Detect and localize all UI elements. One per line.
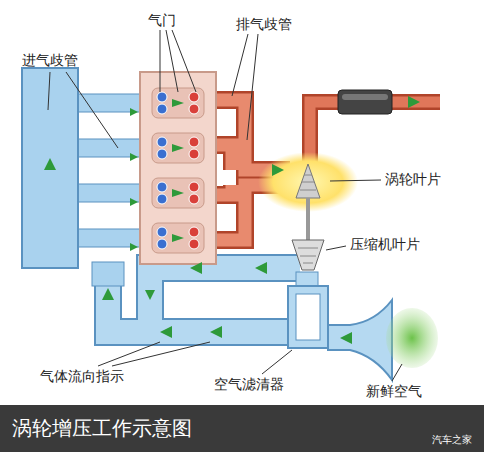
- part-label: 涡轮叶片: [385, 171, 441, 188]
- flow-arrow: [130, 243, 138, 251]
- part-label: 进气歧管: [22, 52, 78, 69]
- valve: [189, 137, 199, 147]
- muffler: [338, 90, 392, 114]
- fresh-air-cloud: [386, 308, 438, 368]
- exhaust-manifold: [215, 100, 290, 240]
- part-label: 气门: [148, 12, 176, 29]
- valve: [189, 92, 199, 102]
- flow-arrows: [44, 96, 420, 344]
- cylinder-port: [152, 223, 204, 253]
- cylinder-port: [152, 133, 204, 163]
- valve: [157, 227, 167, 237]
- valve: [189, 194, 199, 204]
- valve: [189, 182, 199, 192]
- turbo-shaft: [306, 198, 310, 240]
- valve: [189, 239, 199, 249]
- part-label: 新鲜空气: [366, 383, 422, 400]
- caption-bar: [0, 405, 484, 452]
- intake-funnel: [328, 300, 392, 380]
- valve: [157, 194, 167, 204]
- flow-arrow: [130, 198, 138, 206]
- filter-element: [296, 294, 320, 340]
- valve: [157, 182, 167, 192]
- watermark: 汽车之家: [432, 434, 472, 446]
- flow-arrow: [172, 189, 184, 197]
- flow-arrow: [172, 234, 184, 242]
- part-label: 压缩机叶片: [350, 236, 420, 253]
- turbine-wheel: [296, 164, 320, 198]
- leader-lines: [48, 30, 402, 381]
- part-label: 排气歧管: [236, 16, 292, 33]
- flow-arrow: [130, 153, 138, 161]
- valve: [189, 149, 199, 159]
- part-label: 空气滤清器: [214, 376, 284, 393]
- valve: [189, 104, 199, 114]
- flow-arrow: [130, 108, 138, 116]
- intake-ducts: [76, 94, 142, 247]
- valve: [157, 149, 167, 159]
- air-filter: [288, 286, 328, 348]
- valve-rows: [130, 88, 204, 253]
- valve: [189, 227, 199, 237]
- legend-note: 气体流向指示: [40, 368, 124, 385]
- cylinder-port: [152, 88, 204, 118]
- manifold-inlet: [92, 262, 124, 286]
- flow-arrow: [172, 144, 184, 152]
- engine-head: [140, 72, 216, 264]
- valve: [157, 137, 167, 147]
- valve: [157, 92, 167, 102]
- flow-arrow: [172, 99, 184, 107]
- air-pipes: [108, 265, 300, 332]
- figure-caption: 涡轮增压工作示意图: [12, 416, 192, 440]
- cylinder-port: [152, 178, 204, 208]
- valve: [157, 239, 167, 249]
- compressor-wheel: [292, 240, 324, 270]
- intake-manifold: [22, 68, 78, 268]
- valve: [157, 104, 167, 114]
